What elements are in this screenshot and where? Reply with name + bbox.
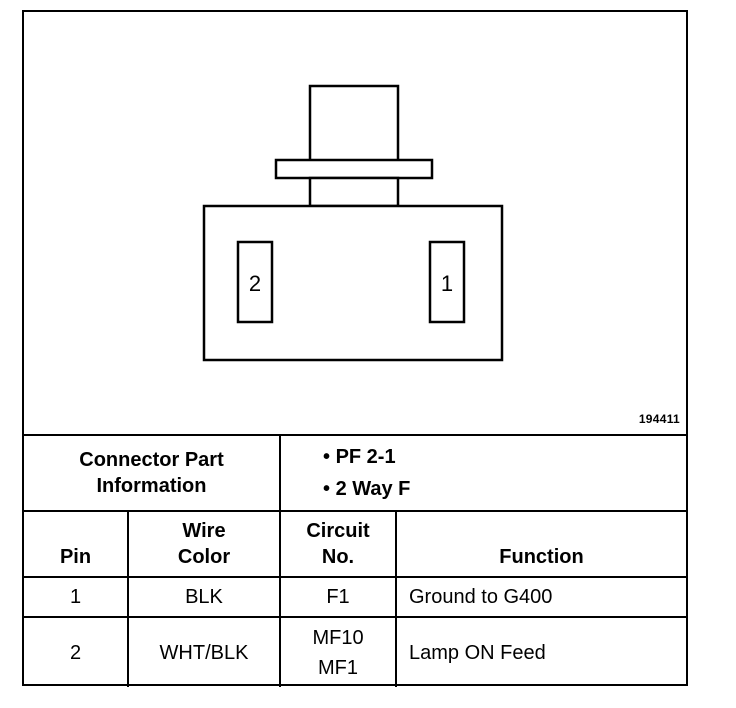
connector-neck [308, 176, 400, 208]
header-wire-line2: Color [177, 546, 231, 568]
connector-part-label: Connector Part Information [24, 434, 281, 512]
connector-flange [274, 158, 434, 180]
connector-figure-frame: 2 1 194411 Connector Part Information PF… [22, 10, 688, 687]
row-2-function: Lamp ON Feed [395, 616, 686, 687]
row-2-pin: 2 [24, 616, 129, 687]
table-row: 1 BLK F1 Ground to G400 [24, 576, 686, 618]
row-2-circuit-line1: MF10 [312, 626, 364, 649]
pin-cavity-2 [236, 240, 274, 324]
connector-part-values: PF 2-1 2 Way F [279, 434, 686, 512]
row-2-wire-color: WHT/BLK [127, 616, 281, 687]
header-wire-color: Wire Color [127, 510, 281, 578]
row-1-circuit: F1 [279, 576, 397, 618]
header-circuit-line2: No. [321, 546, 355, 568]
pin-cavity-1 [428, 240, 466, 324]
connector-part-bullet-2: 2 Way F [323, 473, 686, 505]
row-1-function: Ground to G400 [395, 576, 686, 618]
header-function-text: Function [499, 546, 584, 568]
row-2-circuit: MF10 MF1 [279, 616, 397, 687]
header-pin-text: Pin [59, 546, 92, 568]
header-pin: Pin [24, 510, 129, 578]
header-wire-line1: Wire [182, 520, 226, 542]
connector-part-row: Connector Part Information PF 2-1 2 Way … [24, 434, 686, 512]
connector-diagram: 2 1 194411 [24, 12, 686, 436]
connector-drawing: 2 1 [202, 84, 504, 362]
pin-label-2: 2 [249, 271, 261, 296]
connector-info-table: Connector Part Information PF 2-1 2 Way … [24, 434, 686, 687]
row-1-wire-color: BLK [127, 576, 281, 618]
connector-plug-top [308, 84, 400, 168]
connector-part-label-line1: Connector Part [79, 449, 224, 471]
table-header-row: Pin Wire Color Circuit No. Function [24, 510, 686, 578]
connector-part-bullet-1: PF 2-1 [323, 441, 686, 473]
figure-id: 194411 [638, 412, 680, 426]
header-function: Function [395, 510, 686, 578]
header-circuit-line1: Circuit [306, 520, 370, 542]
row-2-circuit-line2: MF1 [318, 656, 358, 679]
row-1-pin: 1 [24, 576, 129, 618]
connector-part-label-line2: Information [96, 475, 207, 497]
header-circuit-no: Circuit No. [279, 510, 397, 578]
pin-label-1: 1 [441, 271, 453, 296]
table-row: 2 WHT/BLK MF10 MF1 Lamp ON Feed [24, 616, 686, 687]
